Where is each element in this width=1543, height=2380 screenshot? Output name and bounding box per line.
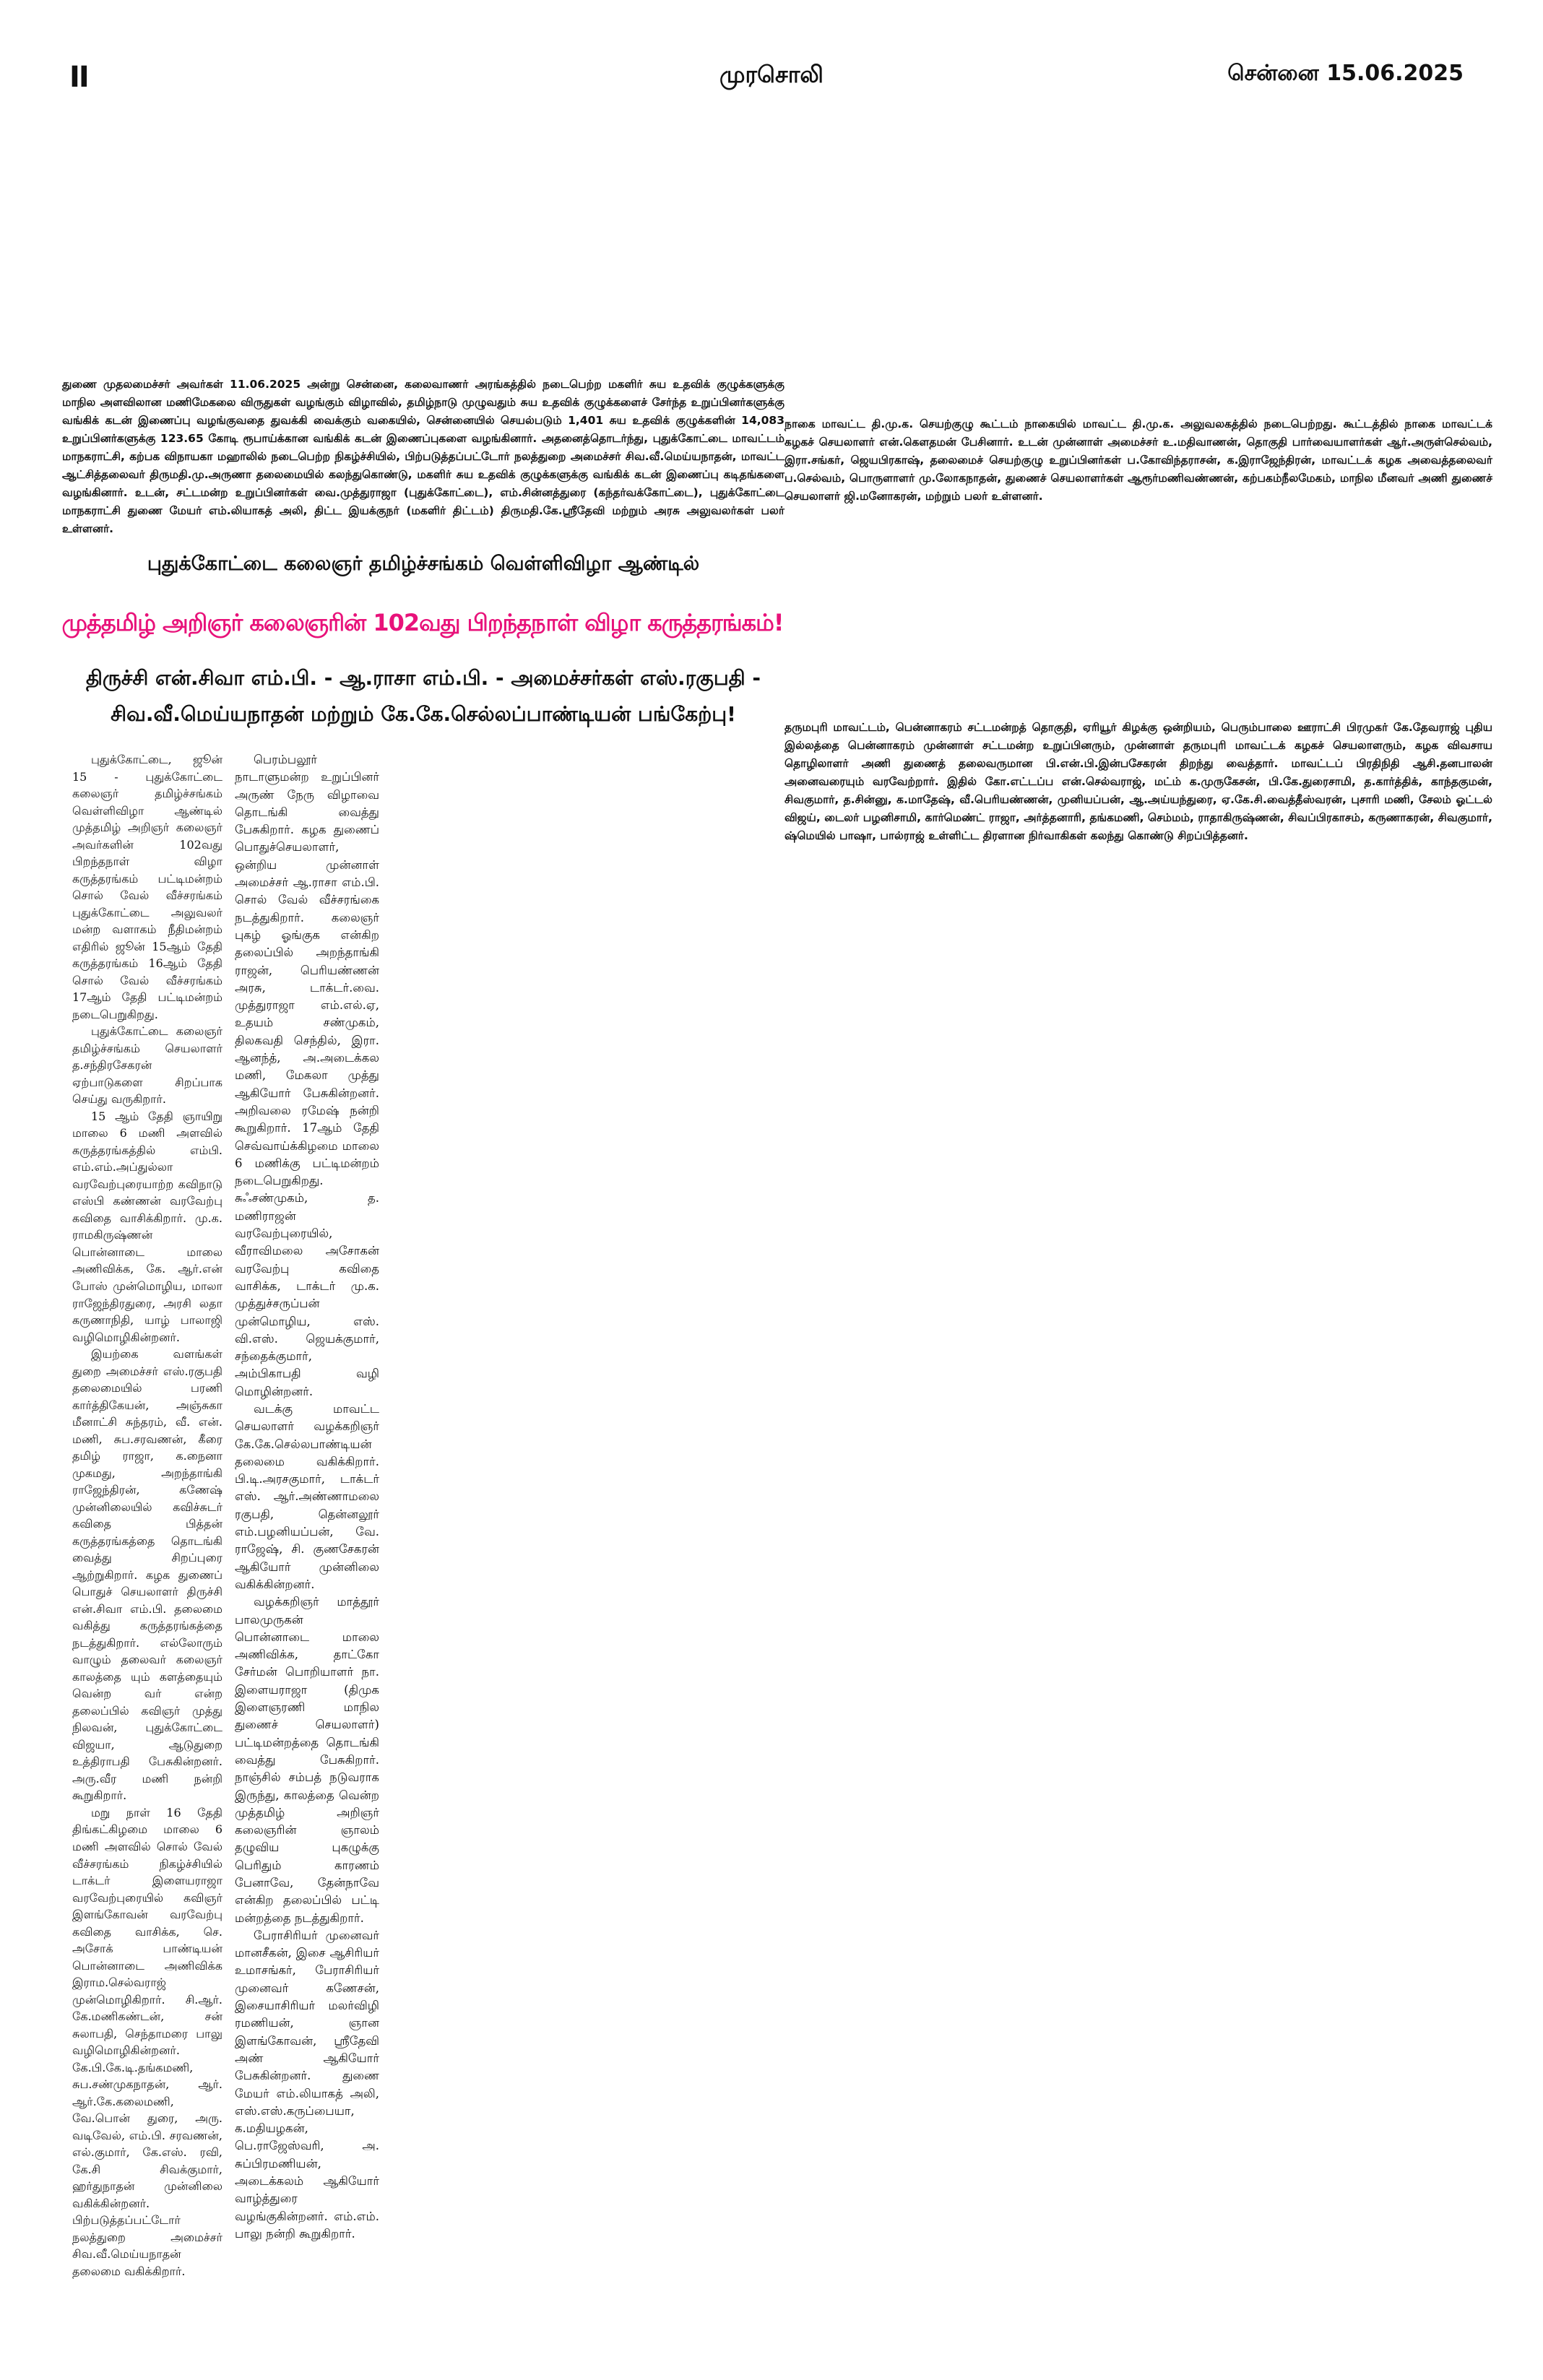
- article-subhead-2: சிவ.வீ.மெய்யநாதன் மற்றும் கே.கே.செல்லப்ப…: [111, 702, 736, 726]
- page-number: II: [69, 61, 90, 94]
- article-paragraph: புதுக்கோட்டை, ஜூன் 15 - புதுக்கோட்டை கலை…: [72, 753, 222, 1021]
- article-paragraph: பேராசிரியர் முனைவர் மானசீகன், இசை ஆசிரிய…: [235, 1928, 379, 2241]
- article-paragraph: மறு நாள் 16 தேதி திங்கட்கிழமை மாலை 6 மணி…: [72, 1805, 222, 2278]
- article-column-2: பெரம்பலூர் நாடாளுமன்ற உறுப்பினர் அருண் ந…: [235, 751, 379, 2243]
- city-date: சென்னை 15.06.2025: [1227, 61, 1464, 86]
- photo-caption-right-bottom: தருமபுரி மாவட்டம், பென்னாகரம் சட்டமன்றத்…: [785, 721, 1492, 842]
- newspaper-name: முரசொலி: [719, 61, 824, 88]
- article-paragraph: பெரம்பலூர் நாடாளுமன்ற உறுப்பினர் அருண் ந…: [235, 753, 379, 1398]
- article-paragraph: வடக்கு மாவட்ட செயலாளர் வழக்கறிஞர் கே.கே.…: [235, 1401, 379, 1591]
- article-column-1: புதுக்கோட்டை, ஜூன் 15 - புதுக்கோட்டை கலை…: [72, 751, 222, 2280]
- photo-caption-right-top: நாகை மாவட்ட தி.மு.க. செயற்குழு கூட்டம் ந…: [785, 417, 1492, 503]
- article-kicker: புதுக்கோட்டை கலைஞர் தமிழ்ச்சங்கம் வெள்ளி…: [147, 553, 700, 575]
- photo-caption-left: துணை முதலமைச்சர் அவர்கள் 11.06.2025 அன்ற…: [62, 378, 785, 535]
- article-paragraph: 15 ஆம் தேதி ஞாயிறு மாலை 6 மணி அளவில் கரு…: [72, 1109, 222, 1344]
- article-headline: முத்தமிழ் அறிஞர் கலைஞரின் 102வது பிறந்தந…: [61, 609, 785, 636]
- article-paragraph: வழக்கறிஞர் மாத்தூர் பாலமுருகன் பொன்னாடை …: [235, 1595, 379, 1925]
- article-paragraph: இயற்கை வளங்கள் துறை அமைச்சர் எஸ்.ரகுபதி …: [72, 1347, 222, 1803]
- article-paragraph: புதுக்கோட்டை கலைஞர் தமிழ்ச்சங்கம் செயலாள…: [72, 1024, 222, 1107]
- article-subhead-1: திருச்சி என்.சிவா எம்.பி. - ஆ.ராசா எம்.ப…: [85, 666, 761, 690]
